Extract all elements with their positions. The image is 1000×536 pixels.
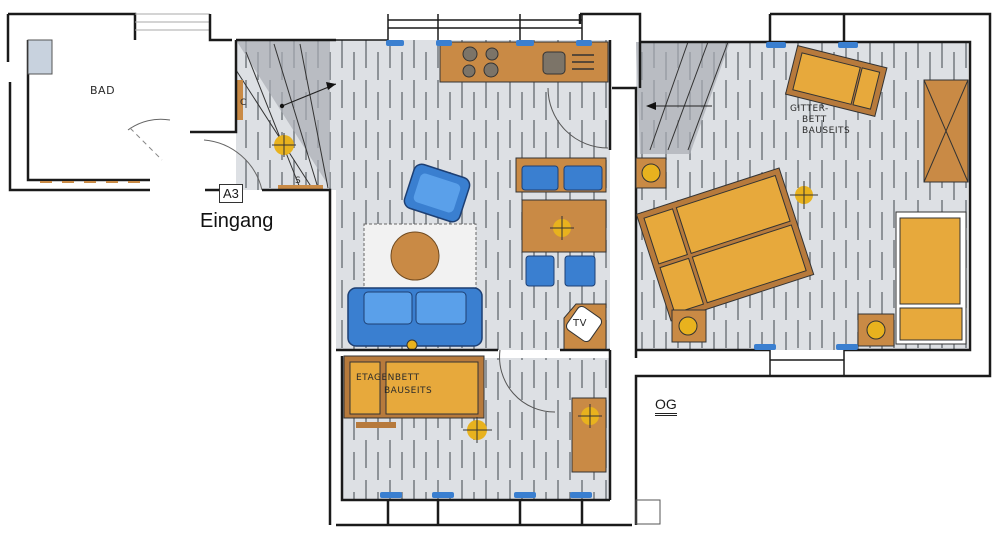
entrance-label: Eingang [200, 210, 274, 232]
room-bad [6, 12, 232, 192]
apartment-code: A3 [219, 184, 243, 203]
room-entry [190, 38, 337, 525]
bunkbed-annotation-line1: ETAGENBETT [356, 373, 420, 383]
shelf-label-s: S [295, 176, 302, 186]
bunkbed-annotation: ETAGENBETT BAUSEITS [356, 372, 432, 398]
crib-annotation-line3: BAUSEITS [802, 126, 851, 136]
bunkbed-annotation-line2: BAUSEITS [384, 386, 433, 396]
room-living [336, 14, 632, 527]
chimney-box [635, 499, 661, 525]
level-label: OG [655, 396, 677, 416]
room-bedroom [578, 12, 992, 525]
shelf-label-c: C [240, 98, 247, 108]
crib-annotation: GITTER- BETT BAUSEITS [790, 104, 850, 137]
room-label-bad: BAD [90, 84, 116, 97]
crib-annotation-line2: BETT [802, 115, 827, 125]
radiators [380, 40, 858, 498]
crib-annotation-line1: GITTER- [790, 104, 829, 114]
tv-label: TV [573, 318, 587, 329]
